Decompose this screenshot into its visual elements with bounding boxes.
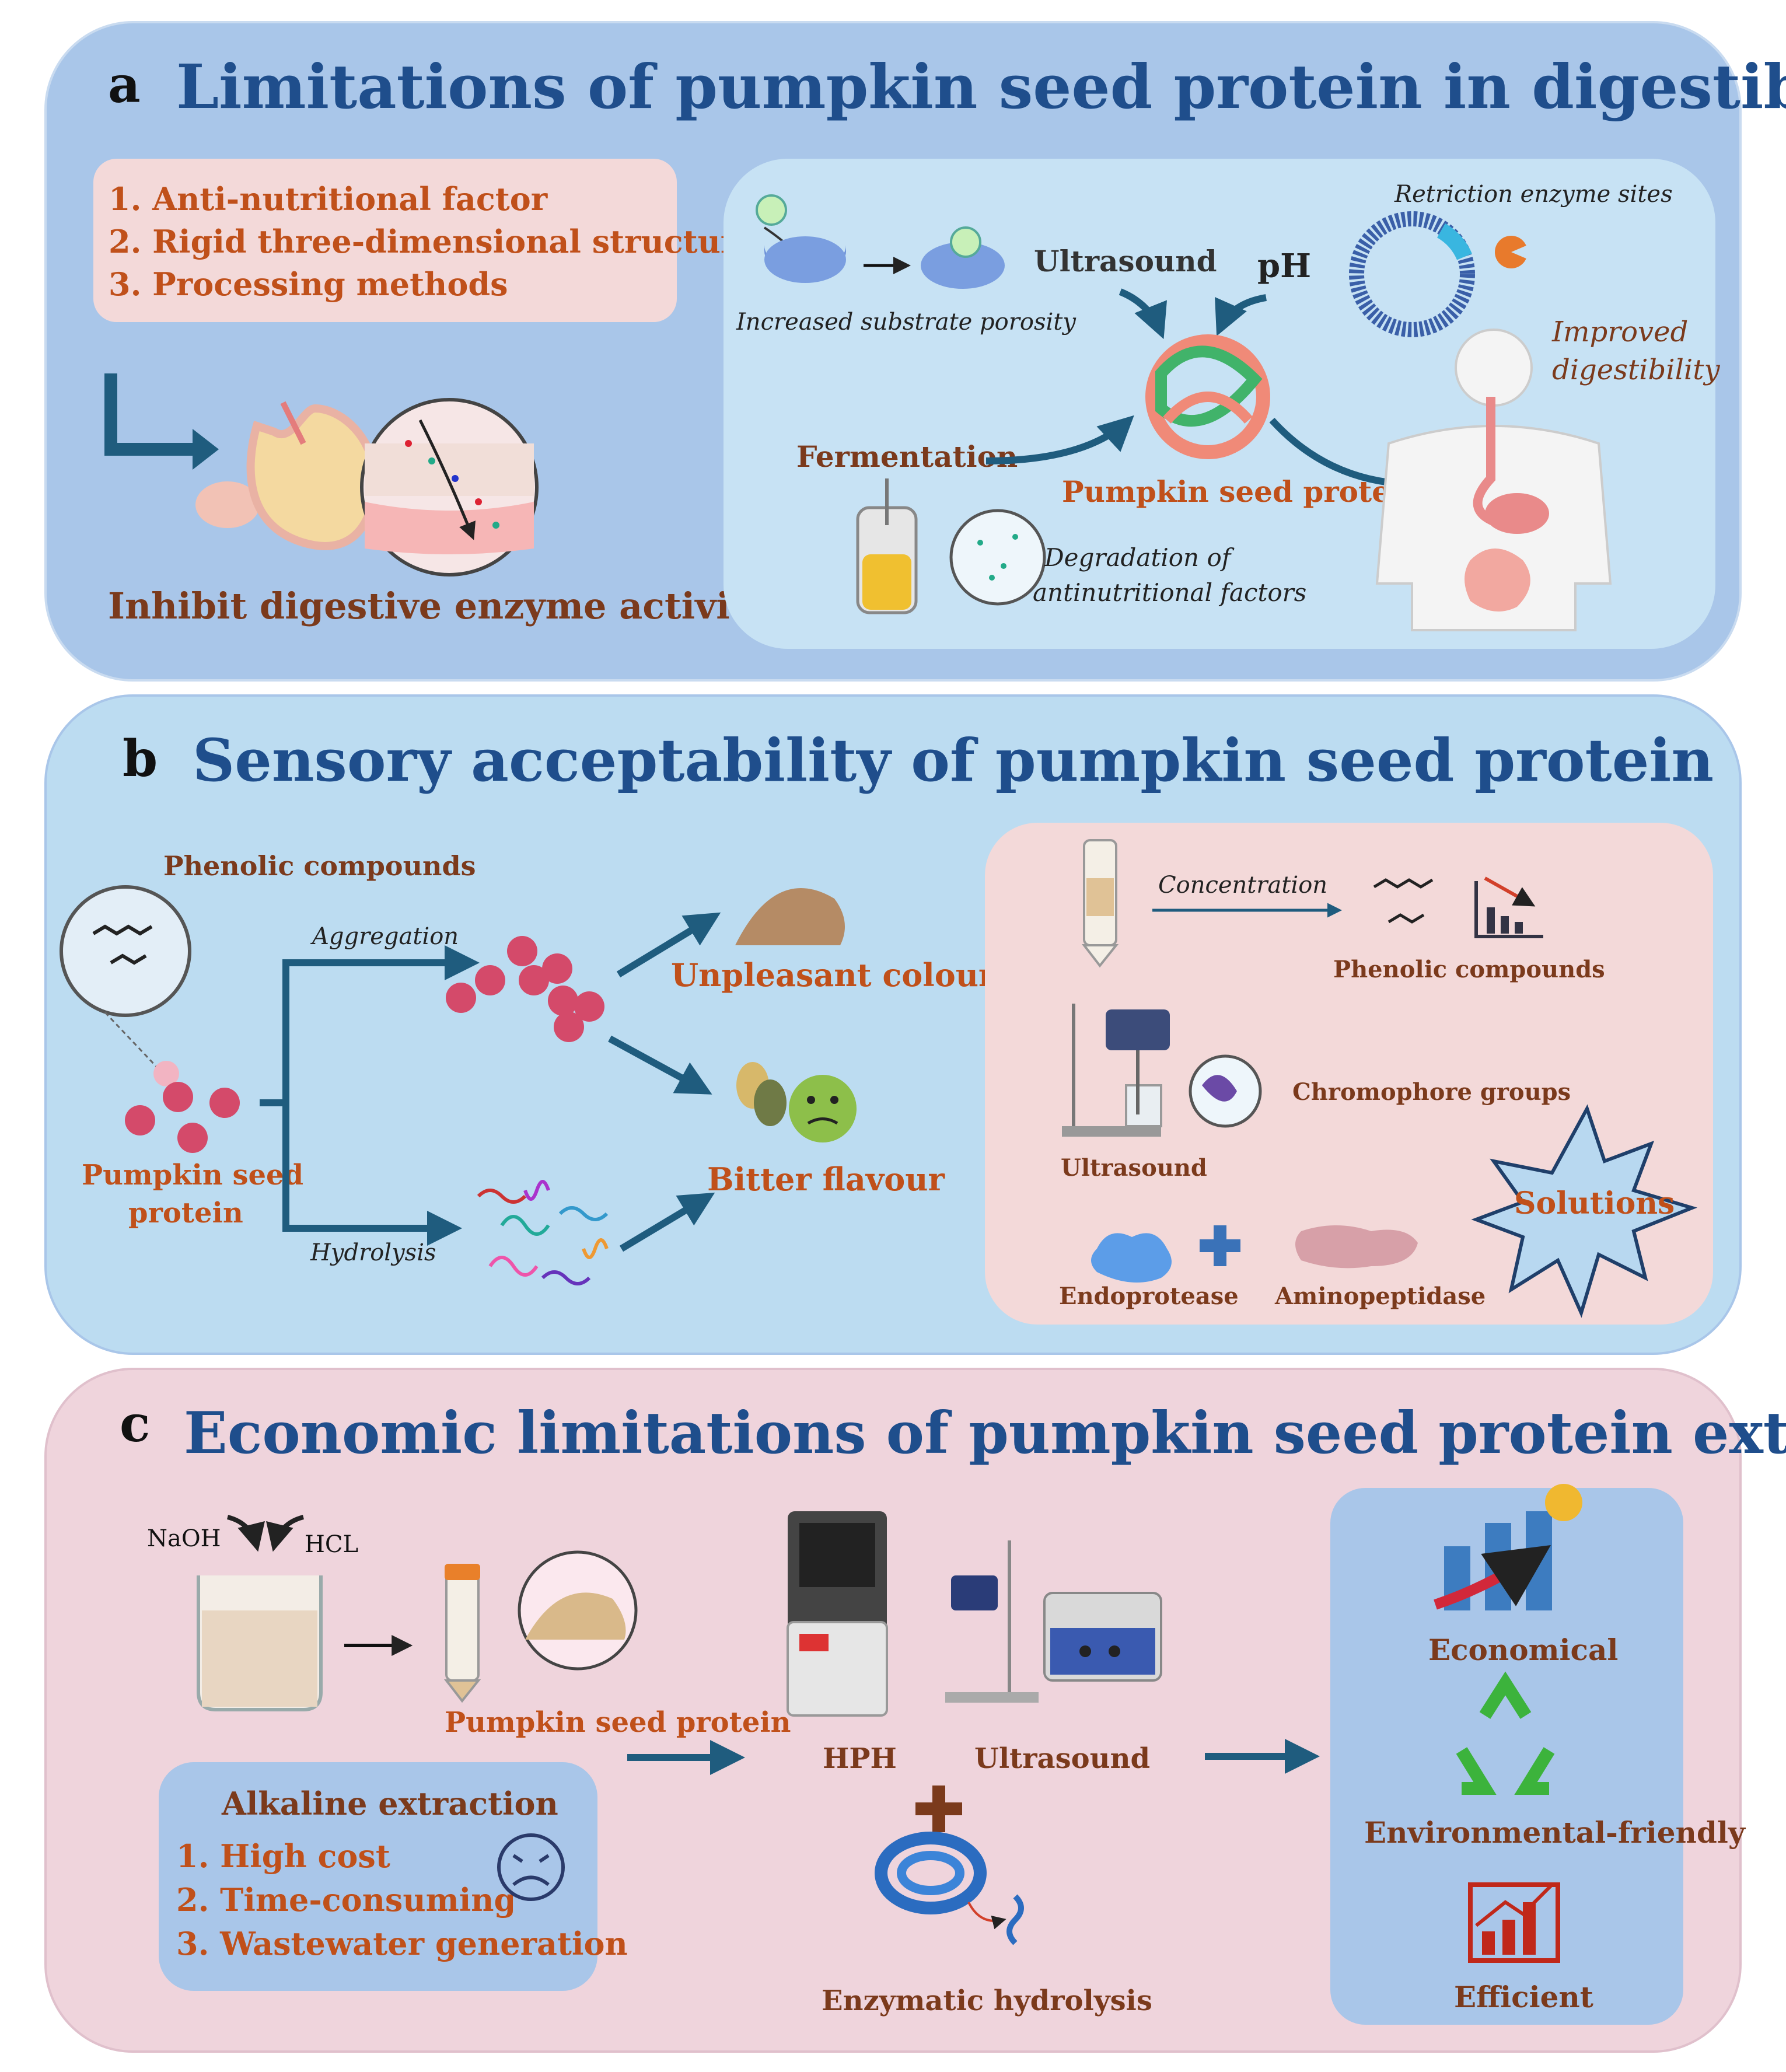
limitations-box	[93, 159, 677, 322]
sad-face-icon	[497, 1833, 565, 1901]
aggregation-arrow	[260, 945, 480, 1106]
bitter-face-icon	[736, 1062, 857, 1142]
ultrasound-label-a: Ultrasound	[1034, 244, 1217, 278]
enzymatic-label: Enzymatic hydrolysis	[822, 1984, 1152, 2017]
protein-particles-icon	[125, 1061, 240, 1153]
ultrasound-device-icon	[945, 1540, 1162, 1703]
ultrasound-label-b: Ultrasound	[1061, 1154, 1207, 1182]
phenolic-molecule-icon	[1373, 878, 1434, 924]
panel-a-letter: a	[108, 55, 141, 114]
bitter-label: Bitter flavour	[707, 1161, 945, 1198]
panel-c-letter: c	[120, 1395, 150, 1453]
panel-b-letter: b	[123, 729, 158, 788]
human-body-icon	[1375, 329, 1612, 631]
degradation-label-2: antinutritional factors	[1033, 578, 1306, 607]
efficient-chart-icon	[1468, 1882, 1560, 1963]
protein-label-b-1: Pumpkin seed	[82, 1159, 303, 1192]
alkaline-item-1: 1. High cost	[176, 1837, 390, 1875]
panel-c-title: Economic limitations of pumpkin seed pro…	[184, 1400, 1786, 1467]
hph-label: HPH	[823, 1742, 897, 1775]
hydrolysis-arrow	[282, 1103, 462, 1246]
ultrasound-label-c: Ultrasound	[974, 1742, 1150, 1775]
panel-a-title: Limitations of pumpkin seed protein in d…	[176, 51, 1786, 123]
fermenter-icon	[856, 478, 1046, 614]
economical-label: Economical	[1428, 1633, 1618, 1667]
phenolic-label: Phenolic compounds	[163, 850, 476, 882]
hph-machine-icon	[787, 1511, 888, 1717]
alkaline-item-2: 2. Time-consuming	[176, 1881, 516, 1919]
solutions-label: Solutions	[1514, 1186, 1675, 1221]
protein-label-c: Pumpkin seed protein	[445, 1706, 791, 1739]
plus-icon	[1200, 1225, 1240, 1266]
restriction-label: Retriction enzyme sites	[1394, 181, 1673, 208]
down-right-arrow-icon	[104, 373, 198, 456]
aggregate-icon	[446, 936, 604, 1042]
aggregation-label: Aggregation	[310, 923, 459, 950]
limitation-1: 1. Anti-nutritional factor	[109, 180, 548, 218]
colour-label: Unpleasant colour	[671, 956, 995, 994]
recycle-icon	[1456, 1671, 1555, 1795]
beaker-icon	[197, 1575, 323, 1711]
substrate-porosity-icon	[756, 194, 1005, 289]
naoh-label: NaOH	[147, 1525, 221, 1552]
enzyme-hydrolysis-icon	[875, 1832, 1024, 1945]
limitation-3: 3. Processing methods	[109, 265, 508, 303]
ph-label: pH	[1257, 247, 1311, 285]
aminopeptidase-icon	[1295, 1225, 1418, 1269]
endoprotease-icon	[1091, 1233, 1172, 1283]
agg-to-bitter-arrow	[608, 1035, 712, 1095]
economical-chart-icon	[1434, 1484, 1582, 1610]
chromophore-label: Chromophore groups	[1292, 1078, 1571, 1106]
aminopeptidase-label: Aminopeptidase	[1274, 1283, 1486, 1310]
ultrasound-arrow	[1119, 288, 1168, 340]
protein-tube-icon	[443, 1550, 638, 1703]
benefits-box	[1330, 1488, 1683, 2025]
solutions-burst-icon	[1471, 1104, 1698, 1318]
degradation-label-1: Degradation of	[1044, 543, 1235, 572]
centrifuge-tube-icon	[1081, 839, 1119, 968]
to-colour-arrow	[616, 912, 721, 978]
panel-c: c Economic limitations of pumpkin seed p…	[44, 1368, 1786, 2053]
plasmid-icon	[1349, 211, 1528, 337]
ultrasound-probe-icon	[1062, 1004, 1262, 1137]
panel-b: b Sensory acceptability of pumpkin seed …	[44, 694, 1742, 1355]
fermentation-label: Fermentation	[796, 439, 1018, 474]
pumpkin-protein-icon	[1145, 334, 1270, 459]
improved-label-2: digestibility	[1552, 354, 1721, 386]
hydrolysis-label: Hydrolysis	[310, 1239, 436, 1266]
powder-pile-icon	[735, 888, 845, 945]
inhibit-text: Inhibit digestive enzyme activity	[108, 585, 768, 627]
fermentation-arrow	[985, 415, 1134, 464]
hcl-label: HCL	[305, 1531, 358, 1558]
naoh-arrow	[226, 1515, 265, 1552]
phenolic-label-2: Phenolic compounds	[1333, 956, 1605, 983]
plus-icon-c	[915, 1786, 962, 1832]
protein-label-b-2: protein	[128, 1197, 243, 1229]
efficient-label: Efficient	[1454, 1980, 1593, 2014]
panel-a: a Limitations of pumpkin seed protein in…	[44, 21, 1786, 682]
limitation-2: 2. Rigid three-dimensional structure	[109, 223, 757, 260]
porosity-label: Increased substrate porosity	[736, 309, 1077, 336]
alkaline-item-3: 3. Wastewater generation	[176, 1925, 628, 1962]
intestine-magnify-icon	[360, 398, 539, 576]
stomach-icon	[195, 401, 379, 550]
improved-label-1: Improved	[1551, 316, 1688, 348]
hyd-to-bitter-arrow	[619, 1192, 715, 1252]
environmental-label: Environmental-friendly	[1364, 1815, 1746, 1850]
phenolic-magnify-icon	[60, 885, 191, 1069]
alkaline-title: Alkaline extraction	[221, 1785, 558, 1822]
alkaline-box	[159, 1762, 597, 1991]
concentration-label: Concentration	[1158, 872, 1327, 899]
decline-chart-icon	[1474, 876, 1543, 938]
panel-b-title: Sensory acceptability of pumpkin seed pr…	[193, 726, 1714, 795]
peptides-icon	[477, 1180, 609, 1285]
hcl-arrow	[266, 1515, 305, 1552]
ph-arrow	[1215, 294, 1267, 336]
endoprotease-label: Endoprotease	[1059, 1283, 1239, 1310]
